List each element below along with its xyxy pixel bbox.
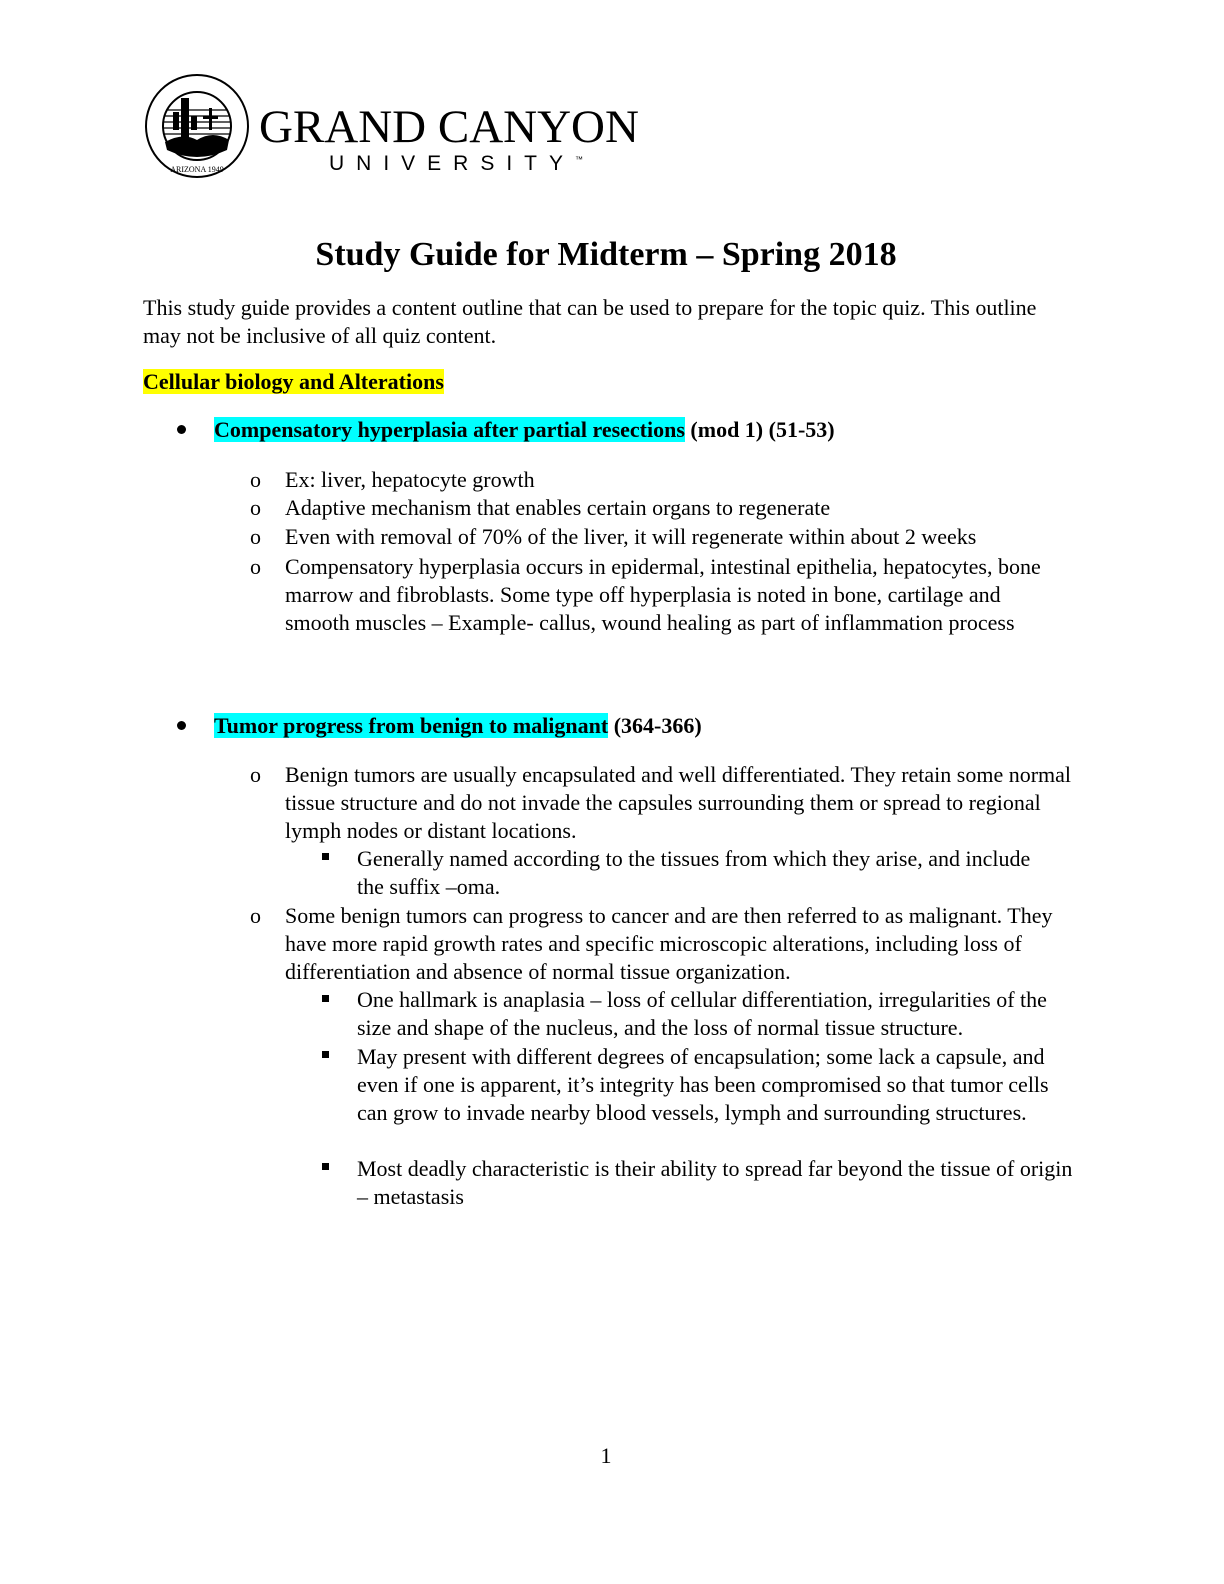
wordmark: GRAND CANYON	[259, 101, 639, 153]
topic-title: Tumor progress from benign to malignant	[214, 713, 609, 738]
list-item: Benign tumors are usually encapsulated a…	[285, 762, 1072, 844]
list-item: Some benign tumors can progress to cance…	[285, 903, 1053, 985]
section-heading: Cellular biology and Alterations	[143, 368, 444, 396]
sub-bullet-icon: o	[250, 495, 261, 520]
sub-list-item: Generally named according to the tissues…	[357, 846, 1031, 900]
sub-list-item: May present with different degrees of en…	[357, 1044, 1049, 1126]
university-seal-icon: ARIZONA 1949	[145, 74, 249, 178]
sub-list-item: One hallmark is anaplasia – loss of cell…	[357, 987, 1047, 1041]
wordmark-subtitle: UNIVERSITY™	[329, 152, 583, 176]
sub-bullet-icon: o	[250, 762, 261, 787]
page-number: 1	[600, 1443, 612, 1468]
university-logo: ARIZONA 1949 GRAND CANYON UNIVERSITY™	[143, 72, 639, 182]
svg-text:ARIZONA 1949: ARIZONA 1949	[170, 165, 224, 174]
page-title: Study Guide for Midterm – Spring 2018	[315, 236, 897, 273]
bullet-icon	[177, 425, 186, 434]
topic-heading: Compensatory hyperplasia after partial r…	[214, 416, 835, 444]
list-item: Compensatory hyperplasia occurs in epide…	[285, 554, 1041, 636]
topic-title: Compensatory hyperplasia after partial r…	[214, 417, 685, 442]
section-heading-text: Cellular biology and Alterations	[143, 369, 444, 394]
sub-bullet-icon: o	[250, 903, 261, 928]
sub-bullet-icon: o	[250, 524, 261, 549]
trademark: ™	[575, 155, 584, 164]
topic-heading: Tumor progress from benign to malignant …	[214, 712, 702, 740]
intro-paragraph: This study guide provides a content outl…	[143, 295, 1037, 349]
subword: UNIVERSITY	[329, 152, 576, 175]
list-item: Even with removal of 70% of the liver, i…	[285, 524, 977, 549]
sub-list-item: Most deadly characteristic is their abil…	[357, 1156, 1073, 1210]
list-item: Ex: liver, hepatocyte growth	[285, 467, 535, 492]
sub-bullet-icon: o	[250, 467, 261, 492]
square-bullet-icon	[322, 853, 329, 860]
topic-ref: (364-366)	[608, 713, 702, 738]
sub-bullet-icon: o	[250, 554, 261, 579]
topic-ref: (mod 1) (51-53)	[684, 417, 835, 442]
list-item: Adaptive mechanism that enables certain …	[285, 495, 831, 520]
square-bullet-icon	[322, 995, 329, 1002]
bullet-icon	[177, 721, 186, 730]
square-bullet-icon	[322, 1051, 329, 1058]
square-bullet-icon	[322, 1163, 329, 1170]
